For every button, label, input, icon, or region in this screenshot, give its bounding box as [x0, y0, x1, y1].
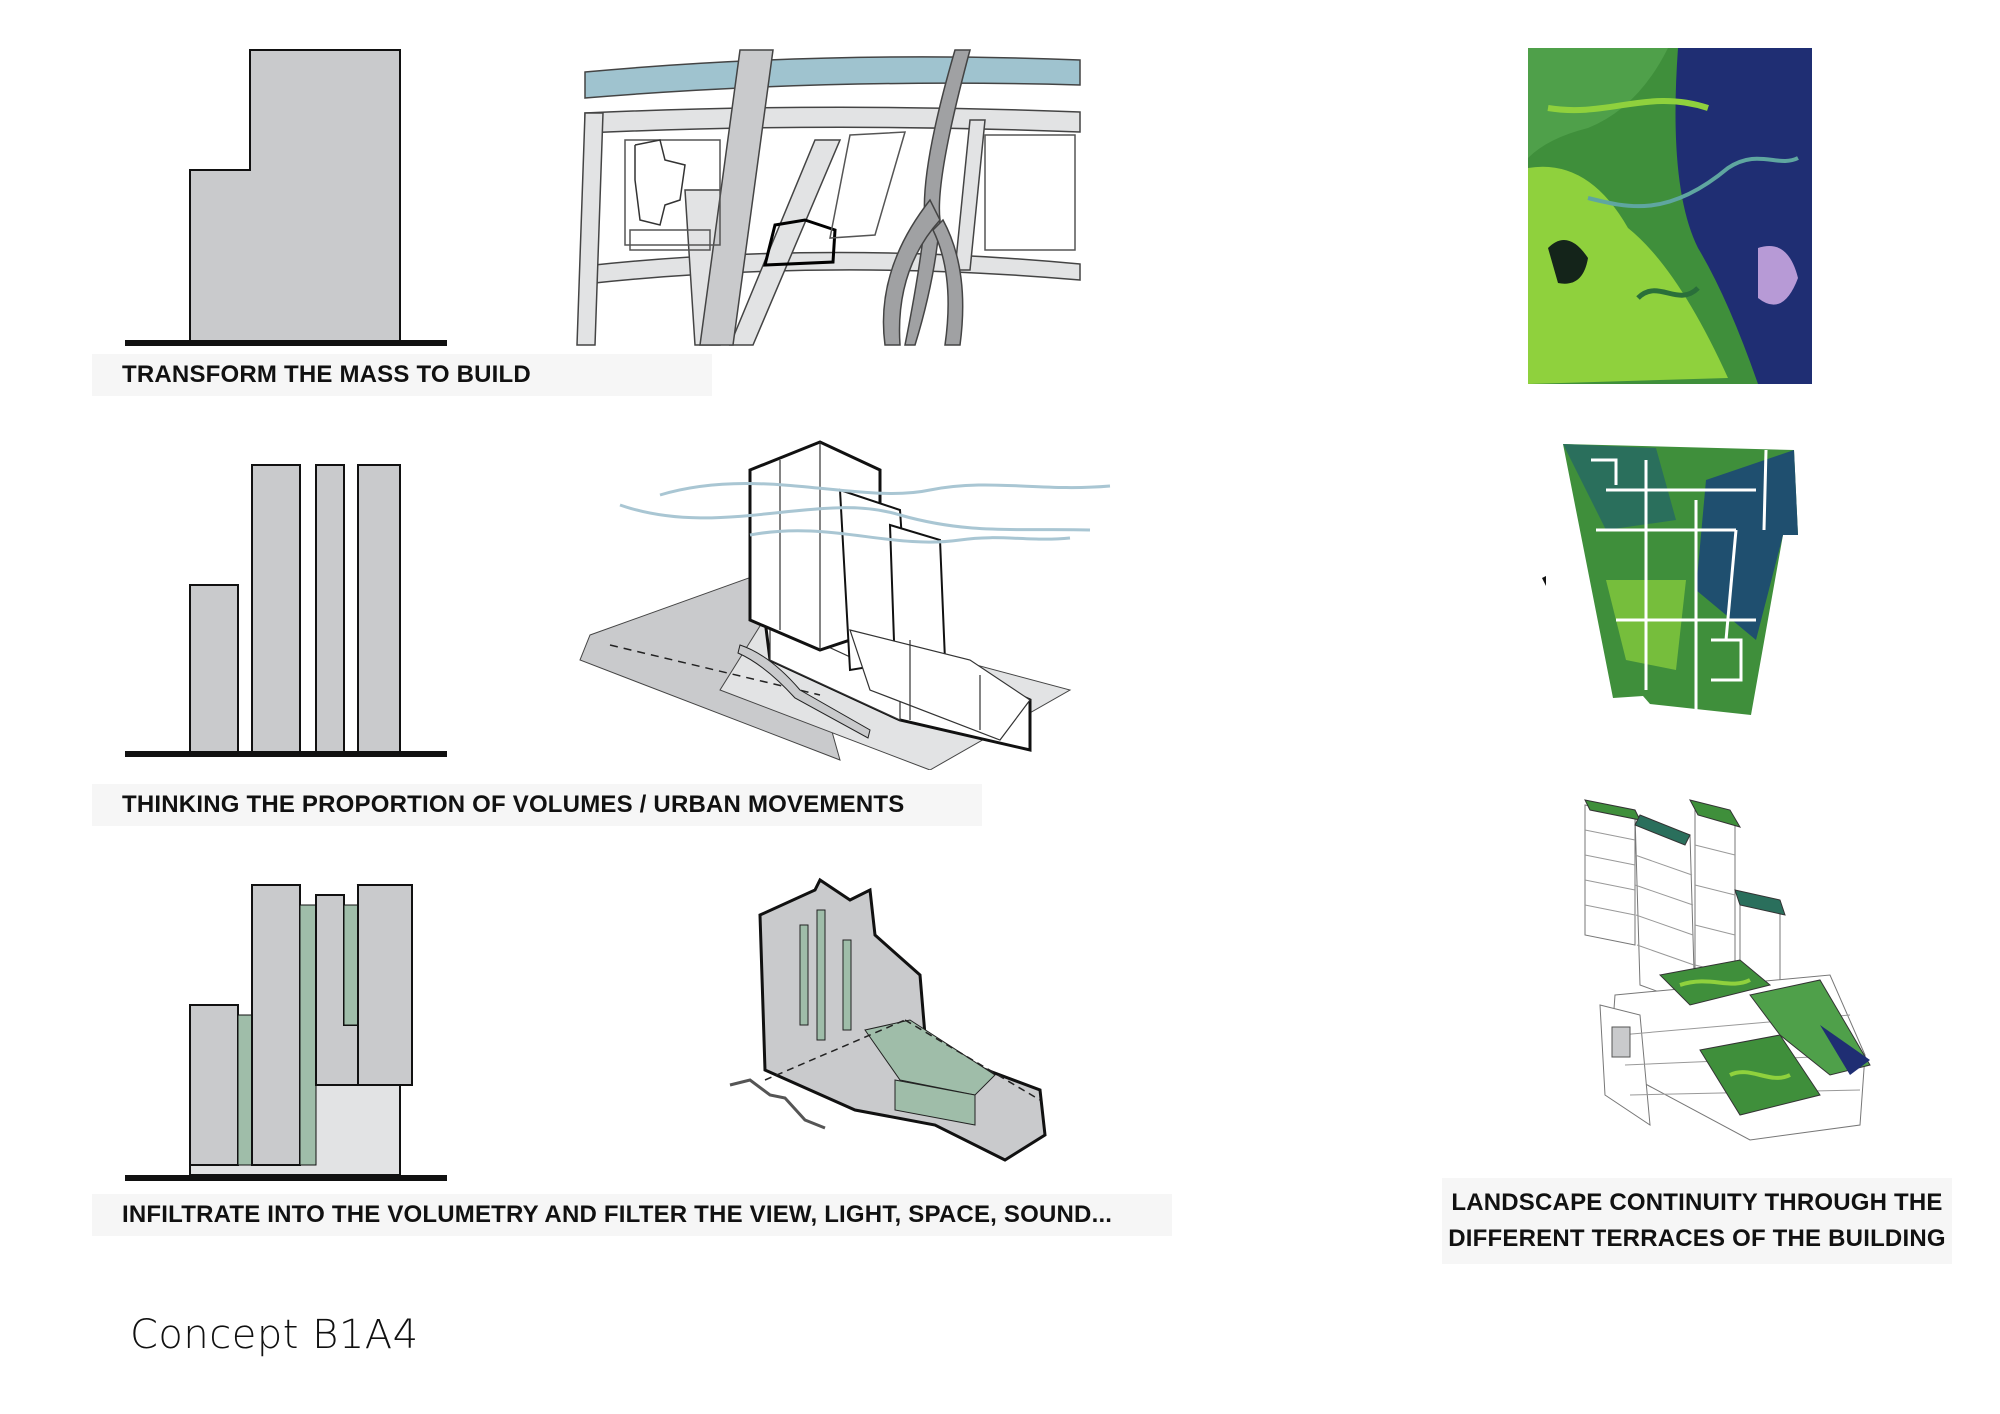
- caption-landscape-continuity: LANDSCAPE CONTINUITY THROUGH THE DIFFERE…: [1442, 1178, 1952, 1264]
- mass-elevation-1: [120, 40, 460, 350]
- mass-elevation-2: [120, 455, 460, 760]
- filter-axonometric-diagram: [725, 870, 1090, 1170]
- concept-title: Concept B1A4: [130, 1312, 419, 1358]
- caption-landscape-line2: DIFFERENT TERRACES OF THE BUILDING: [1448, 1225, 1946, 1252]
- roof-landscape-plan: [1536, 440, 1806, 720]
- caption-transform-mass: TRANSFORM THE MASS TO BUILD: [92, 354, 712, 396]
- satellite-landscape-image: [1528, 48, 1812, 384]
- mass-elevation-3: [120, 875, 460, 1185]
- volume-axonometric-diagram: [570, 430, 1115, 770]
- urban-plan-diagram: [575, 40, 1085, 360]
- caption-infiltrate-volumetry: INFILTRATE INTO THE VOLUMETRY AND FILTER…: [92, 1194, 1172, 1236]
- caption-landscape-line1: LANDSCAPE CONTINUITY THROUGH THE: [1451, 1189, 1943, 1216]
- caption-proportion-volumes: THINKING THE PROPORTION OF VOLUMES / URB…: [92, 784, 982, 826]
- terraces-landscape-axonometric: [1580, 795, 1880, 1150]
